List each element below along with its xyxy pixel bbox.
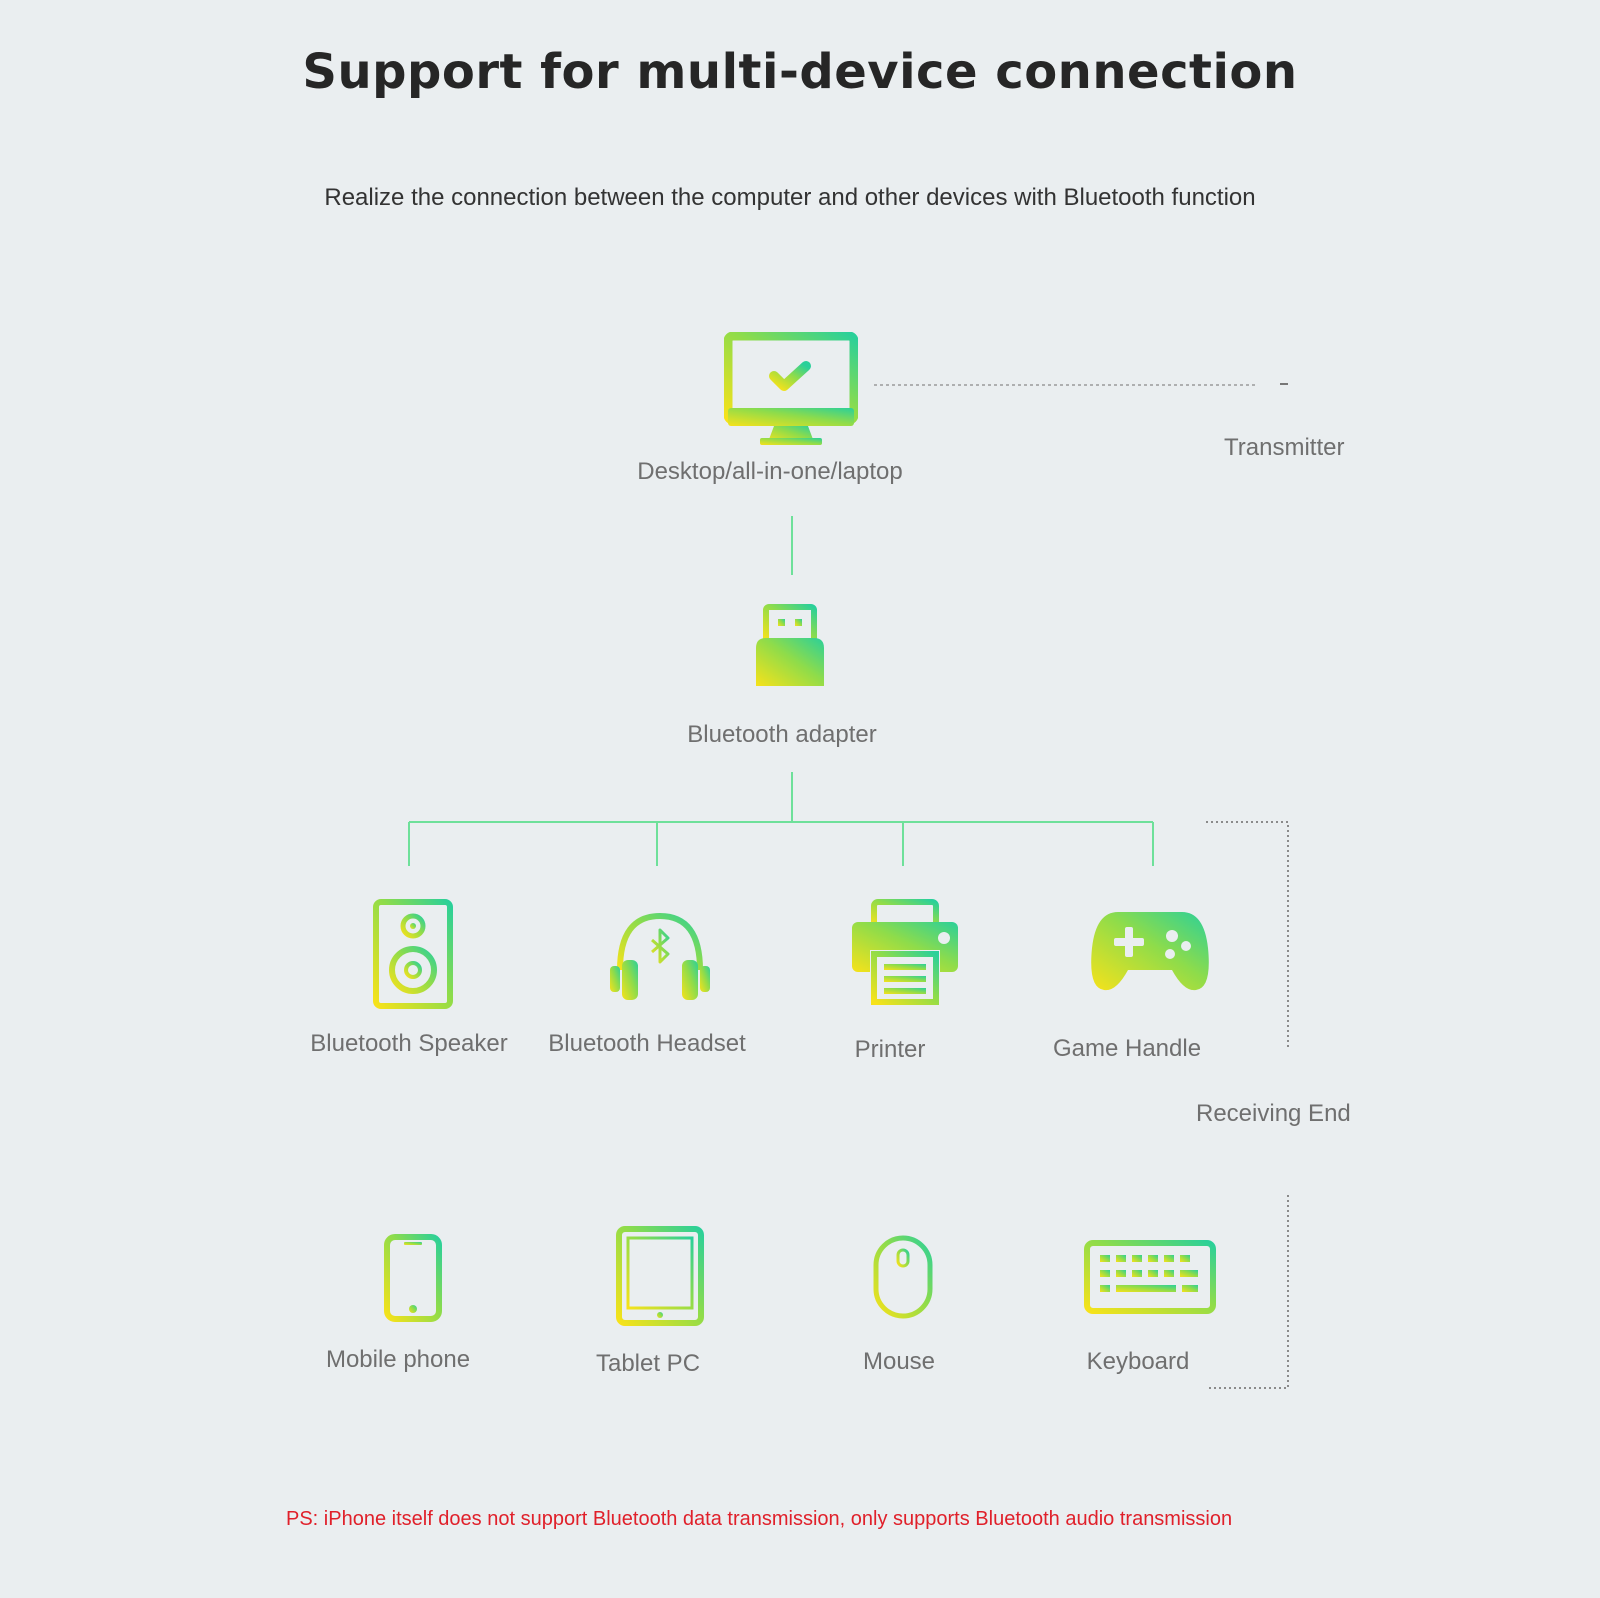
receiving-bracket-bottom	[1206, 1195, 1289, 1389]
keyboard-icon	[1084, 1240, 1216, 1314]
iphone-note: PS: iPhone itself does not support Bluet…	[286, 1508, 1233, 1530]
receiving-bracket-top	[1206, 821, 1289, 1048]
page-subtitle: Realize the connection between the compu…	[324, 184, 1256, 211]
adapter-label: Bluetooth adapter	[687, 721, 877, 748]
transmitter-device-label: Desktop/all-in-one/laptop	[637, 458, 903, 485]
receiver-label-keyboard: Keyboard	[1086, 1348, 1190, 1375]
receiver-label-phone: Mobile phone	[325, 1346, 471, 1373]
speaker-icon	[373, 899, 453, 1009]
monitor-check-icon	[724, 332, 858, 445]
gamepad-icon	[1091, 912, 1209, 991]
printer-icon	[852, 899, 958, 1005]
mouse-icon	[873, 1235, 933, 1319]
transmitter-group-label: Transmitter	[1224, 434, 1345, 461]
receiver-label-headset: Bluetooth Headset	[548, 1030, 746, 1057]
receiver-label-gamepad: Game Handle	[1052, 1035, 1202, 1062]
receiver-label-speaker: Bluetooth Speaker	[310, 1030, 508, 1057]
receiving-group-label: Receiving End	[1196, 1100, 1351, 1127]
headset-icon	[610, 912, 710, 1000]
page-title: Support for multi-device connection	[302, 44, 1298, 100]
receiver-label-tablet: Tablet PC	[595, 1350, 701, 1377]
phone-icon	[384, 1234, 442, 1322]
usb-adapter-icon	[756, 604, 824, 686]
receiver-label-printer: Printer	[854, 1036, 926, 1063]
receiver-label-mouse: Mouse	[862, 1348, 936, 1375]
tablet-icon	[616, 1226, 704, 1326]
